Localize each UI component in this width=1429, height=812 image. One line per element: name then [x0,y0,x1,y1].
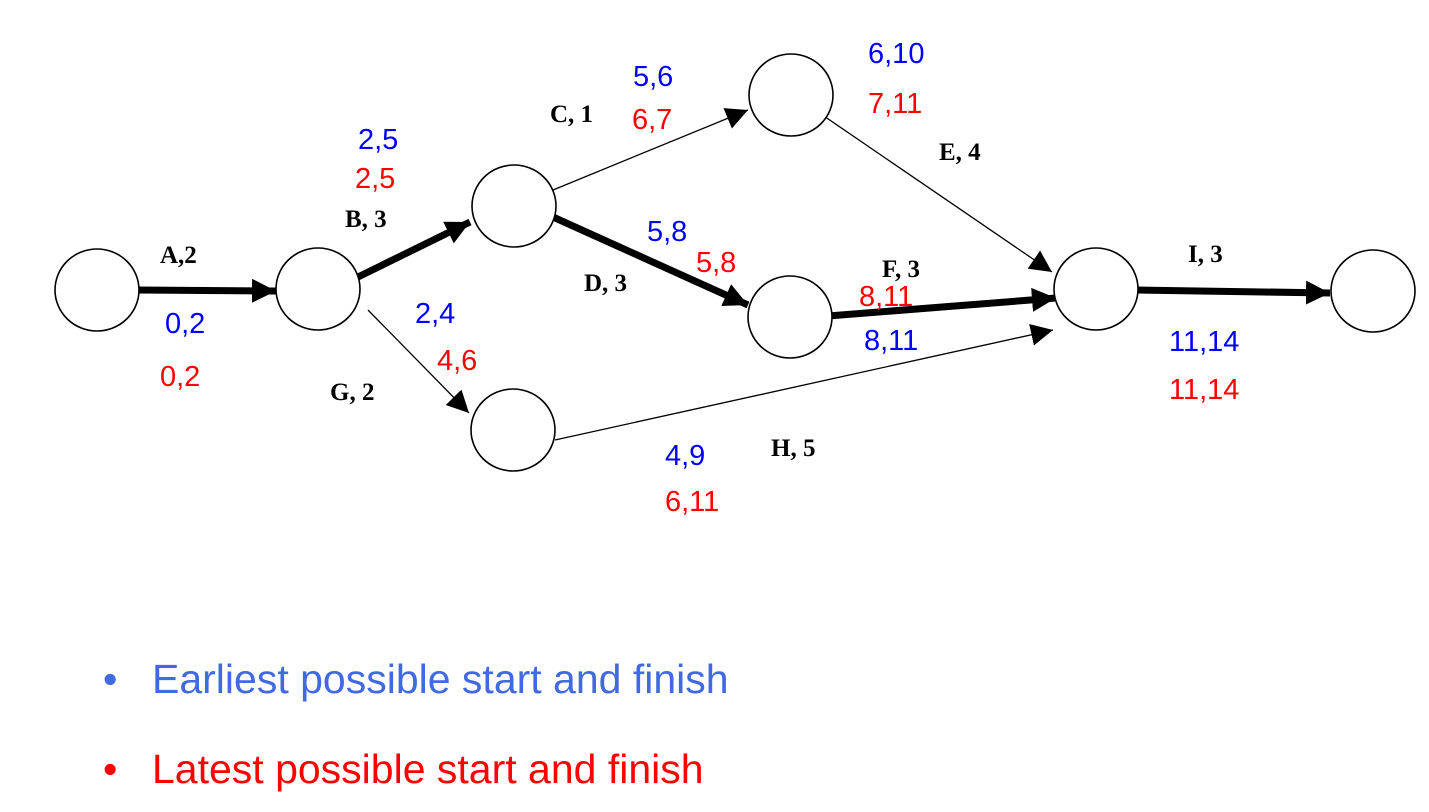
legend-latest-bullet: • [103,746,118,792]
activity-label-B: B, 3 [345,206,387,233]
earliest-D: 5,8 [647,216,687,248]
edge-F [827,287,1057,320]
earliest-times: 0,2 2,5 5,6 5,8 6,10 8,11 2,4 4,9 11,14 [165,38,1239,472]
activity-label-E: E, 4 [939,139,981,166]
node-1 [54,248,140,332]
earliest-A: 0,2 [165,308,205,340]
activity-label-C: C, 1 [550,101,593,128]
earliest-C: 5,6 [633,61,673,93]
earliest-G: 2,4 [415,298,455,330]
node-3 [471,164,557,248]
latest-H: 6,11 [665,486,719,518]
activity-label-A: A,2 [160,242,197,269]
edge-B [356,218,472,281]
node-2 [275,247,361,331]
edge-C [552,108,749,191]
node-8 [1330,249,1416,333]
edge-G [367,309,470,414]
earliest-B: 2,5 [358,124,398,156]
activity-labels: A,2 B, 3 C, 1 D, 3 E, 4 F, 3 G, 2 H, 5 I… [160,101,1223,462]
node-6 [470,388,556,472]
earliest-F: 8,11 [864,325,918,357]
latest-A: 0,2 [160,361,200,393]
node-5 [747,275,833,359]
latest-B: 2,5 [355,163,395,195]
earliest-E: 6,10 [868,38,924,70]
legend-earliest-bullet: • [103,656,118,702]
latest-F: 8,11 [859,281,913,313]
legend-earliest-text: Earliest possible start and finish [152,656,729,702]
node-4 [748,53,834,137]
latest-times: 0,2 2,5 6,7 5,8 7,11 8,11 4,6 6,11 11,14 [160,88,1239,518]
edge-H [554,324,1054,441]
nodes [54,53,1416,472]
legend-latest-text: Latest possible start and finish [152,746,704,792]
latest-G: 4,6 [437,345,477,377]
earliest-H: 4,9 [665,440,705,472]
activity-label-F: F, 3 [882,256,920,283]
latest-E: 7,11 [868,88,922,120]
edge-E [817,111,1053,273]
node-7 [1053,247,1139,331]
latest-C: 6,7 [632,104,672,136]
edge-I [1137,280,1331,305]
activity-label-D: D, 3 [584,270,627,297]
activity-label-H: H, 5 [771,435,815,462]
edge-D [551,213,750,309]
edges [137,108,1331,441]
activity-label-G: G, 2 [330,379,374,406]
activity-label-I: I, 3 [1188,241,1223,268]
latest-I: 11,14 [1169,374,1239,406]
latest-D: 5,8 [696,247,736,279]
earliest-I: 11,14 [1169,326,1239,358]
edge-A [137,278,277,303]
activity-network-diagram: A,2 B, 3 C, 1 D, 3 E, 4 F, 3 G, 2 H, 5 I… [54,38,1416,518]
